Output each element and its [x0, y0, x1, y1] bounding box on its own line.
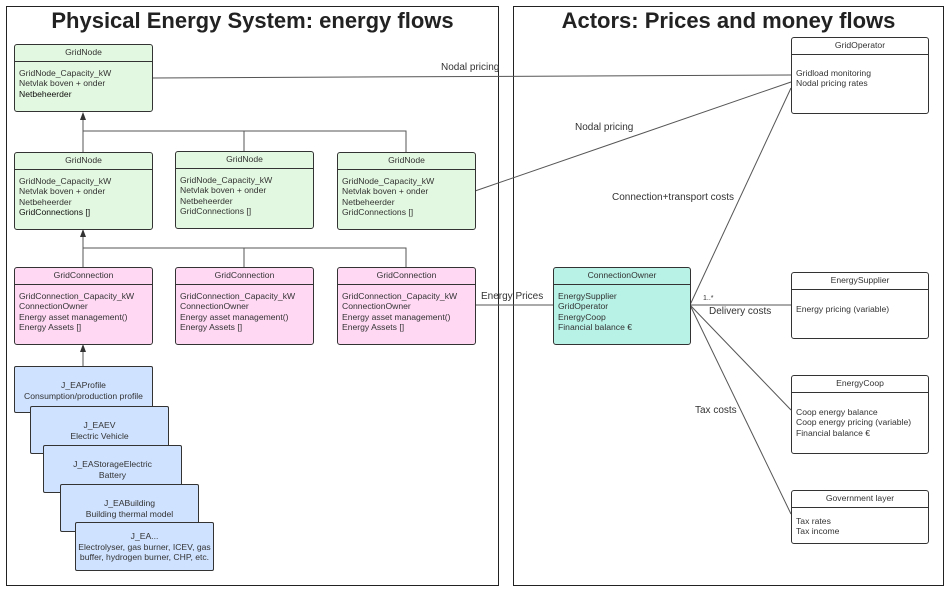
- asset-subtitle: Battery: [98, 469, 127, 480]
- node-netbeheerder: Netbeheerder: [342, 196, 395, 207]
- grid-connection-header: GridConnection: [15, 268, 152, 285]
- connection-capacity: GridConnection_Capacity_kW: [19, 291, 135, 301]
- nodal-pricing-line-1: [151, 74, 792, 79]
- connection-capacity: GridConnection_Capacity_kW: [180, 291, 296, 301]
- nodal-pricing-line-2: [474, 81, 792, 192]
- connection-owner-box[interactable]: ConnectionOwner EnergySupplier GridOpera…: [553, 267, 691, 345]
- asset-management: Energy asset management(): [19, 311, 128, 322]
- asset-management: Energy asset management(): [342, 311, 451, 322]
- energy-coop-box[interactable]: EnergyCoop Coop energy balance Coop ener…: [791, 375, 929, 454]
- actors-panel: Actors: Prices and money flows: [513, 6, 944, 586]
- grid-operator-box[interactable]: GridOperator Gridload monitoring Nodal p…: [791, 37, 929, 114]
- coop-pricing: Coop energy pricing (variable): [796, 417, 912, 428]
- grid-connection-2[interactable]: GridConnection GridConnection_Capacity_k…: [175, 267, 314, 345]
- asset-title: J_EAStorageElectric: [73, 459, 152, 469]
- grid-connection-3[interactable]: GridConnection GridConnection_Capacity_k…: [337, 267, 476, 345]
- grid-node-1[interactable]: GridNode GridNode_Capacity_kW Netvlak bo…: [14, 152, 153, 230]
- arrowhead-node: [80, 112, 86, 120]
- grid-node-header: GridNode: [176, 152, 313, 169]
- node-capacity: GridNode_Capacity_kW: [342, 176, 435, 186]
- tax-costs-line: [689, 304, 792, 515]
- grid-connection-header: GridConnection: [176, 268, 313, 285]
- node-netvlak: Netvlak boven + onder: [342, 186, 429, 197]
- tax-rates: Tax rates: [796, 516, 831, 526]
- government-header: Government layer: [792, 491, 928, 508]
- grid-operator-header: GridOperator: [792, 38, 928, 55]
- grid-node-header: GridNode: [338, 153, 475, 170]
- energy-supplier-header: EnergySupplier: [792, 273, 928, 290]
- coop-line: [689, 304, 792, 411]
- grid-connection-header: GridConnection: [338, 268, 475, 285]
- owner-balance: Financial balance €: [558, 321, 633, 332]
- government-box[interactable]: Government layer Tax rates Tax income: [791, 490, 929, 544]
- node-netbeheerder: Netbeheerder: [180, 195, 233, 206]
- node-gridconnections: GridConnections []: [19, 206, 91, 217]
- coop-financial-balance: Financial balance €: [796, 427, 871, 438]
- node-netbeheerder: Netbeheerder: [19, 196, 72, 207]
- nodal-pricing-label-2: Nodal pricing: [575, 122, 634, 133]
- grid-node-header: GridNode: [15, 45, 152, 62]
- connection-transport-label: Connection+transport costs: [612, 192, 735, 203]
- node-netvlak: Netvlak boven + onder: [19, 186, 106, 197]
- asset-title: J_EAEV: [83, 420, 116, 430]
- energy-supplier-box[interactable]: EnergySupplier Energy pricing (variable): [791, 272, 929, 339]
- energy-prices-label: Energy Prices: [481, 291, 544, 302]
- asset-title: J_EA...: [130, 531, 159, 541]
- node-capacity: GridNode_Capacity_kW: [180, 175, 273, 185]
- energy-assets-list: Energy Assets []: [180, 321, 243, 332]
- asset-subtitle: Building thermal model: [85, 508, 174, 519]
- transport-costs-line: [689, 87, 792, 306]
- asset-subtitle: Electric Vehicle: [70, 430, 129, 441]
- connection-owner-header: ConnectionOwner: [554, 268, 690, 285]
- physical-panel-title: Physical Energy System: energy flows: [51, 8, 454, 33]
- physical-energy-panel: Physical Energy System: energy flows: [6, 6, 499, 586]
- asset-title: J_EAProfile: [61, 380, 106, 390]
- connection-owner-ref: ConnectionOwner: [19, 301, 88, 312]
- owner-supplier: EnergySupplier: [558, 291, 617, 301]
- connection-owner-ref: ConnectionOwner: [342, 301, 411, 312]
- coop-balance: Coop energy balance: [796, 407, 878, 417]
- energy-coop-header: EnergyCoop: [792, 376, 928, 393]
- tax-income: Tax income: [796, 526, 840, 537]
- asset-other[interactable]: J_EA... Electrolyser, gas burner, ICEV, …: [75, 522, 214, 571]
- node-gridconnections: GridConnections []: [342, 206, 414, 217]
- grid-node-header: GridNode: [15, 153, 152, 170]
- tax-costs-label: Tax costs: [695, 405, 737, 416]
- asset-subtitle: Electrolyser, gas burner, ICEV, gas buff…: [78, 541, 211, 563]
- node-capacity: GridNode_Capacity_kW: [19, 68, 112, 78]
- arrowhead-asset: [80, 344, 86, 352]
- connection-owner-ref: ConnectionOwner: [180, 301, 249, 312]
- node-netvlak: Netvlak boven + onder: [19, 78, 106, 89]
- nodal-pricing-rates: Nodal pricing rates: [796, 78, 868, 89]
- asset-management: Energy asset management(): [180, 311, 289, 322]
- multiplicity-label: 1..*: [703, 295, 714, 302]
- arrowhead-connection: [80, 229, 86, 237]
- energy-assets-list: Energy Assets []: [342, 321, 405, 332]
- energy-assets-list: Energy Assets []: [19, 321, 82, 332]
- grid-node-2[interactable]: GridNode GridNode_Capacity_kW Netvlak bo…: [175, 151, 314, 229]
- delivery-costs-label: Delivery costs: [709, 306, 772, 317]
- owner-coop: EnergyCoop: [558, 311, 606, 322]
- gridload-monitoring: Gridload monitoring: [796, 68, 871, 78]
- asset-profile[interactable]: J_EAProfile Consumption/production profi…: [14, 366, 153, 413]
- asset-title: J_EABuilding: [103, 498, 156, 508]
- node-netvlak: Netvlak boven + onder: [180, 185, 267, 196]
- nodal-pricing-label-1: Nodal pricing: [441, 62, 500, 73]
- node-capacity: GridNode_Capacity_kW: [19, 176, 112, 186]
- connection-capacity: GridConnection_Capacity_kW: [342, 291, 458, 301]
- grid-node-top[interactable]: GridNode GridNode_Capacity_kW Netvlak bo…: [14, 44, 153, 112]
- energy-pricing: Energy pricing (variable): [796, 304, 890, 314]
- owner-operator: GridOperator: [558, 301, 609, 312]
- grid-node-3[interactable]: GridNode GridNode_Capacity_kW Netvlak bo…: [337, 152, 476, 230]
- node-gridconnections: GridConnections []: [180, 205, 252, 216]
- node-netbeheerder: Netbeheerder: [19, 88, 72, 99]
- asset-subtitle: Consumption/production profile: [24, 390, 143, 401]
- actors-panel-title: Actors: Prices and money flows: [561, 8, 896, 33]
- grid-connection-1[interactable]: GridConnection GridConnection_Capacity_k…: [14, 267, 153, 345]
